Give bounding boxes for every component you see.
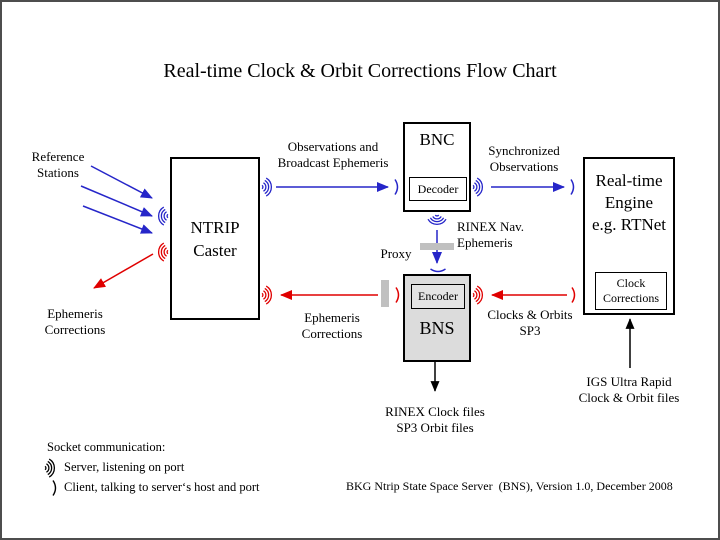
bnc-title: BNC: [419, 130, 455, 149]
node-ntrip-caster: NTRIP Caster: [170, 157, 260, 320]
decoder-box: Decoder: [409, 177, 467, 201]
ref-station-arrow-2: [80, 185, 153, 217]
proxy-bar-horizontal: [420, 243, 454, 250]
arrow-ntrip-to-eph-corrections: [93, 253, 154, 289]
clock-corrections-box: Clock Corrections: [595, 272, 667, 310]
ref-station-arrow-3: [82, 205, 153, 234]
label-synchronized-observations: Synchronized Observations: [488, 143, 560, 174]
client-arc-icon-bns-left: [395, 286, 400, 304]
label-clocks-orbits-sp3: Clocks & Orbits SP3: [487, 307, 573, 338]
label-proxy: Proxy: [380, 246, 412, 261]
label-reference-stations: Reference Stations: [31, 149, 85, 180]
client-arc-icon-rte-top: [570, 178, 575, 196]
server-wave-icon-ntrip-left-red: [157, 242, 169, 262]
legend-heading: Socket communication:: [47, 440, 166, 454]
label-ephemeris-corrections-mid: Ephemeris Corrections: [301, 310, 363, 341]
server-wave-icon-ntrip-left-blue: [157, 206, 169, 226]
node-bnc: BNC Decoder: [403, 122, 471, 212]
server-wave-icon-bns-right: [472, 285, 484, 305]
node-bns: Encoder BNS: [403, 274, 471, 362]
client-arc-icon-bns-top: [429, 268, 447, 273]
legend-server-text: Server, listening on port: [64, 460, 185, 474]
client-arc-icon-bnc: [394, 178, 399, 196]
proxy-bar-vertical: [381, 280, 389, 307]
footer-caption: BKG Ntrip State Space Server (BNS), Vers…: [346, 479, 673, 493]
bns-title: BNS: [419, 318, 455, 338]
label-rinex-clock-files: RINEX Clock files SP3 Orbit files: [385, 404, 485, 435]
client-arc-icon-legend: [52, 479, 57, 497]
label-igs-ultra-rapid: IGS Ultra Rapid Clock & Orbit files: [578, 374, 680, 405]
legend-client-text: Client, talking to server‘s host and por…: [64, 480, 260, 494]
client-arc-icon-rte-bottom: [571, 286, 576, 304]
node-realtime-engine: Real-time Engine e.g. RTNet Clock Correc…: [583, 157, 675, 315]
label-rinex-nav-ephemeris: RINEX Nav. Ephemeris: [457, 219, 525, 250]
encoder-box: Encoder: [411, 284, 465, 309]
server-wave-icon-bnc-right: [472, 177, 484, 197]
label-ephemeris-corrections-left: Ephemeris Corrections: [44, 306, 106, 337]
server-wave-icon-bnc-bottom: [427, 214, 447, 226]
label-observations-broadcast: Observations and Broadcast Ephemeris: [277, 139, 389, 170]
page-title: Real-time Clock & Orbit Corrections Flow…: [163, 60, 557, 82]
server-wave-icon-ntrip-right-red: [261, 285, 273, 305]
rte-title: Real-time Engine e.g. RTNet: [591, 171, 667, 234]
server-wave-icon-legend: [44, 458, 56, 478]
server-wave-icon-ntrip-right-blue: [261, 177, 273, 197]
